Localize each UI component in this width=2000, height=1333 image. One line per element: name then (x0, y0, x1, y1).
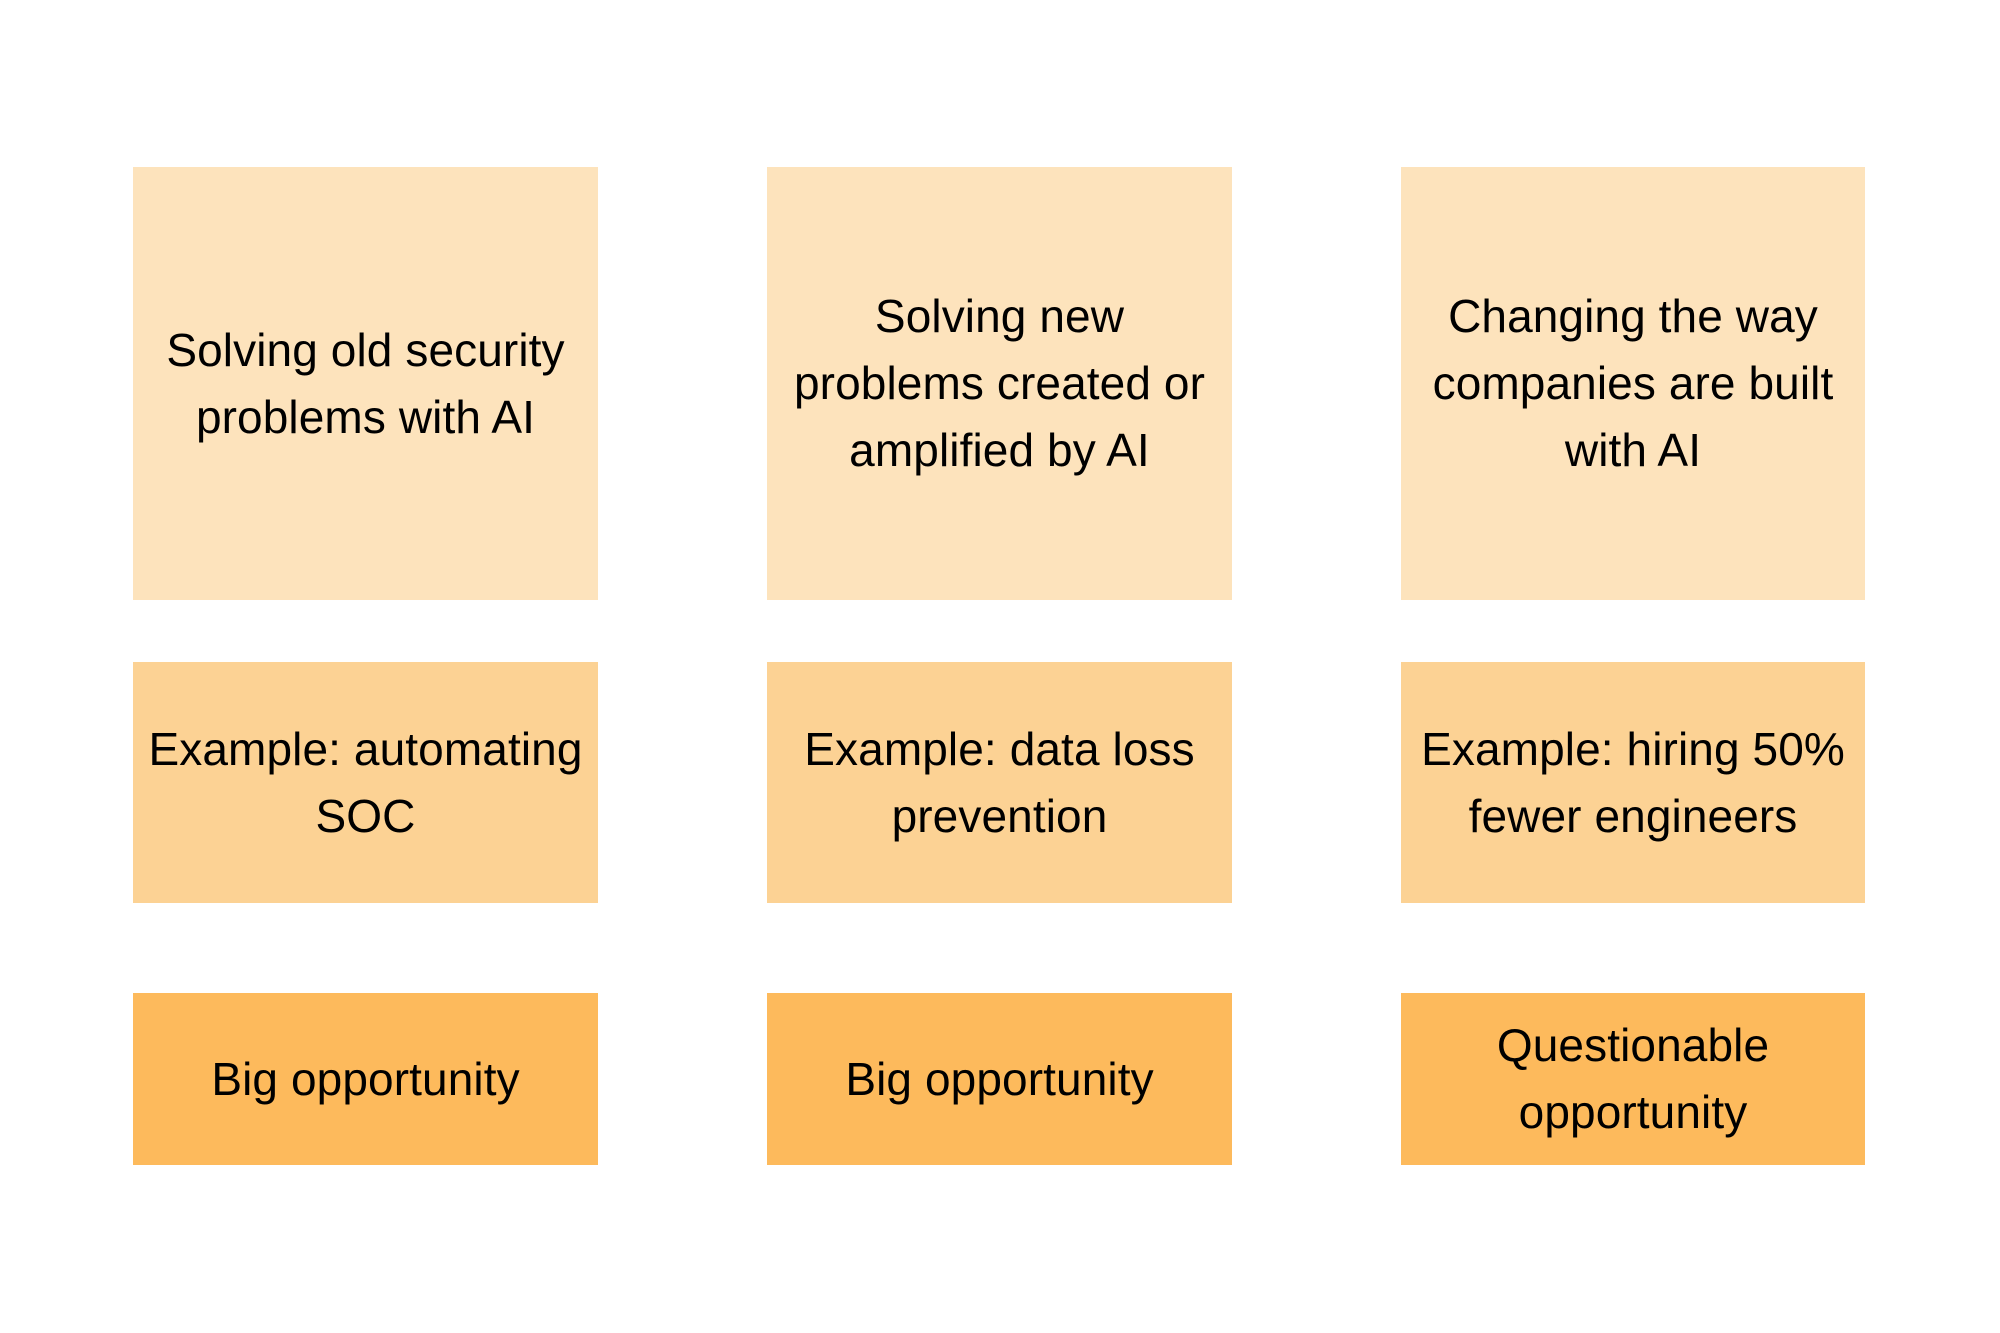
opportunity-matrix: Solving old security problems with AI So… (133, 167, 1866, 1165)
example-card-company-building-label: Example: hiring 50% fewer engineers (1421, 722, 1845, 842)
example-card-new-problems-label: Example: data loss prevention (804, 722, 1195, 842)
verdict-card-new-problems-label: Big opportunity (845, 1052, 1154, 1105)
theme-card-old-problems[interactable]: Solving old security problems with AI (133, 167, 598, 600)
theme-card-new-problems[interactable]: Solving new problems created or amplifie… (767, 167, 1232, 600)
theme-card-company-building-label: Changing the way companies are built wit… (1432, 290, 1834, 476)
theme-card-company-building[interactable]: Changing the way companies are built wit… (1401, 167, 1865, 600)
verdict-card-old-problems-label: Big opportunity (211, 1052, 520, 1105)
theme-card-new-problems-label: Solving new problems created or amplifie… (794, 290, 1205, 476)
example-card-old-problems[interactable]: Example: automating SOC (133, 662, 598, 903)
verdict-card-company-building-label: Questionable opportunity (1496, 1019, 1770, 1138)
verdict-card-company-building[interactable]: Questionable opportunity (1401, 993, 1865, 1165)
example-card-old-problems-label: Example: automating SOC (148, 722, 583, 842)
theme-card-old-problems-label: Solving old security problems with AI (166, 323, 565, 443)
example-card-new-problems[interactable]: Example: data loss prevention (767, 662, 1232, 903)
example-card-company-building[interactable]: Example: hiring 50% fewer engineers (1401, 662, 1865, 903)
verdict-card-new-problems[interactable]: Big opportunity (767, 993, 1232, 1165)
verdict-card-old-problems[interactable]: Big opportunity (133, 993, 598, 1165)
